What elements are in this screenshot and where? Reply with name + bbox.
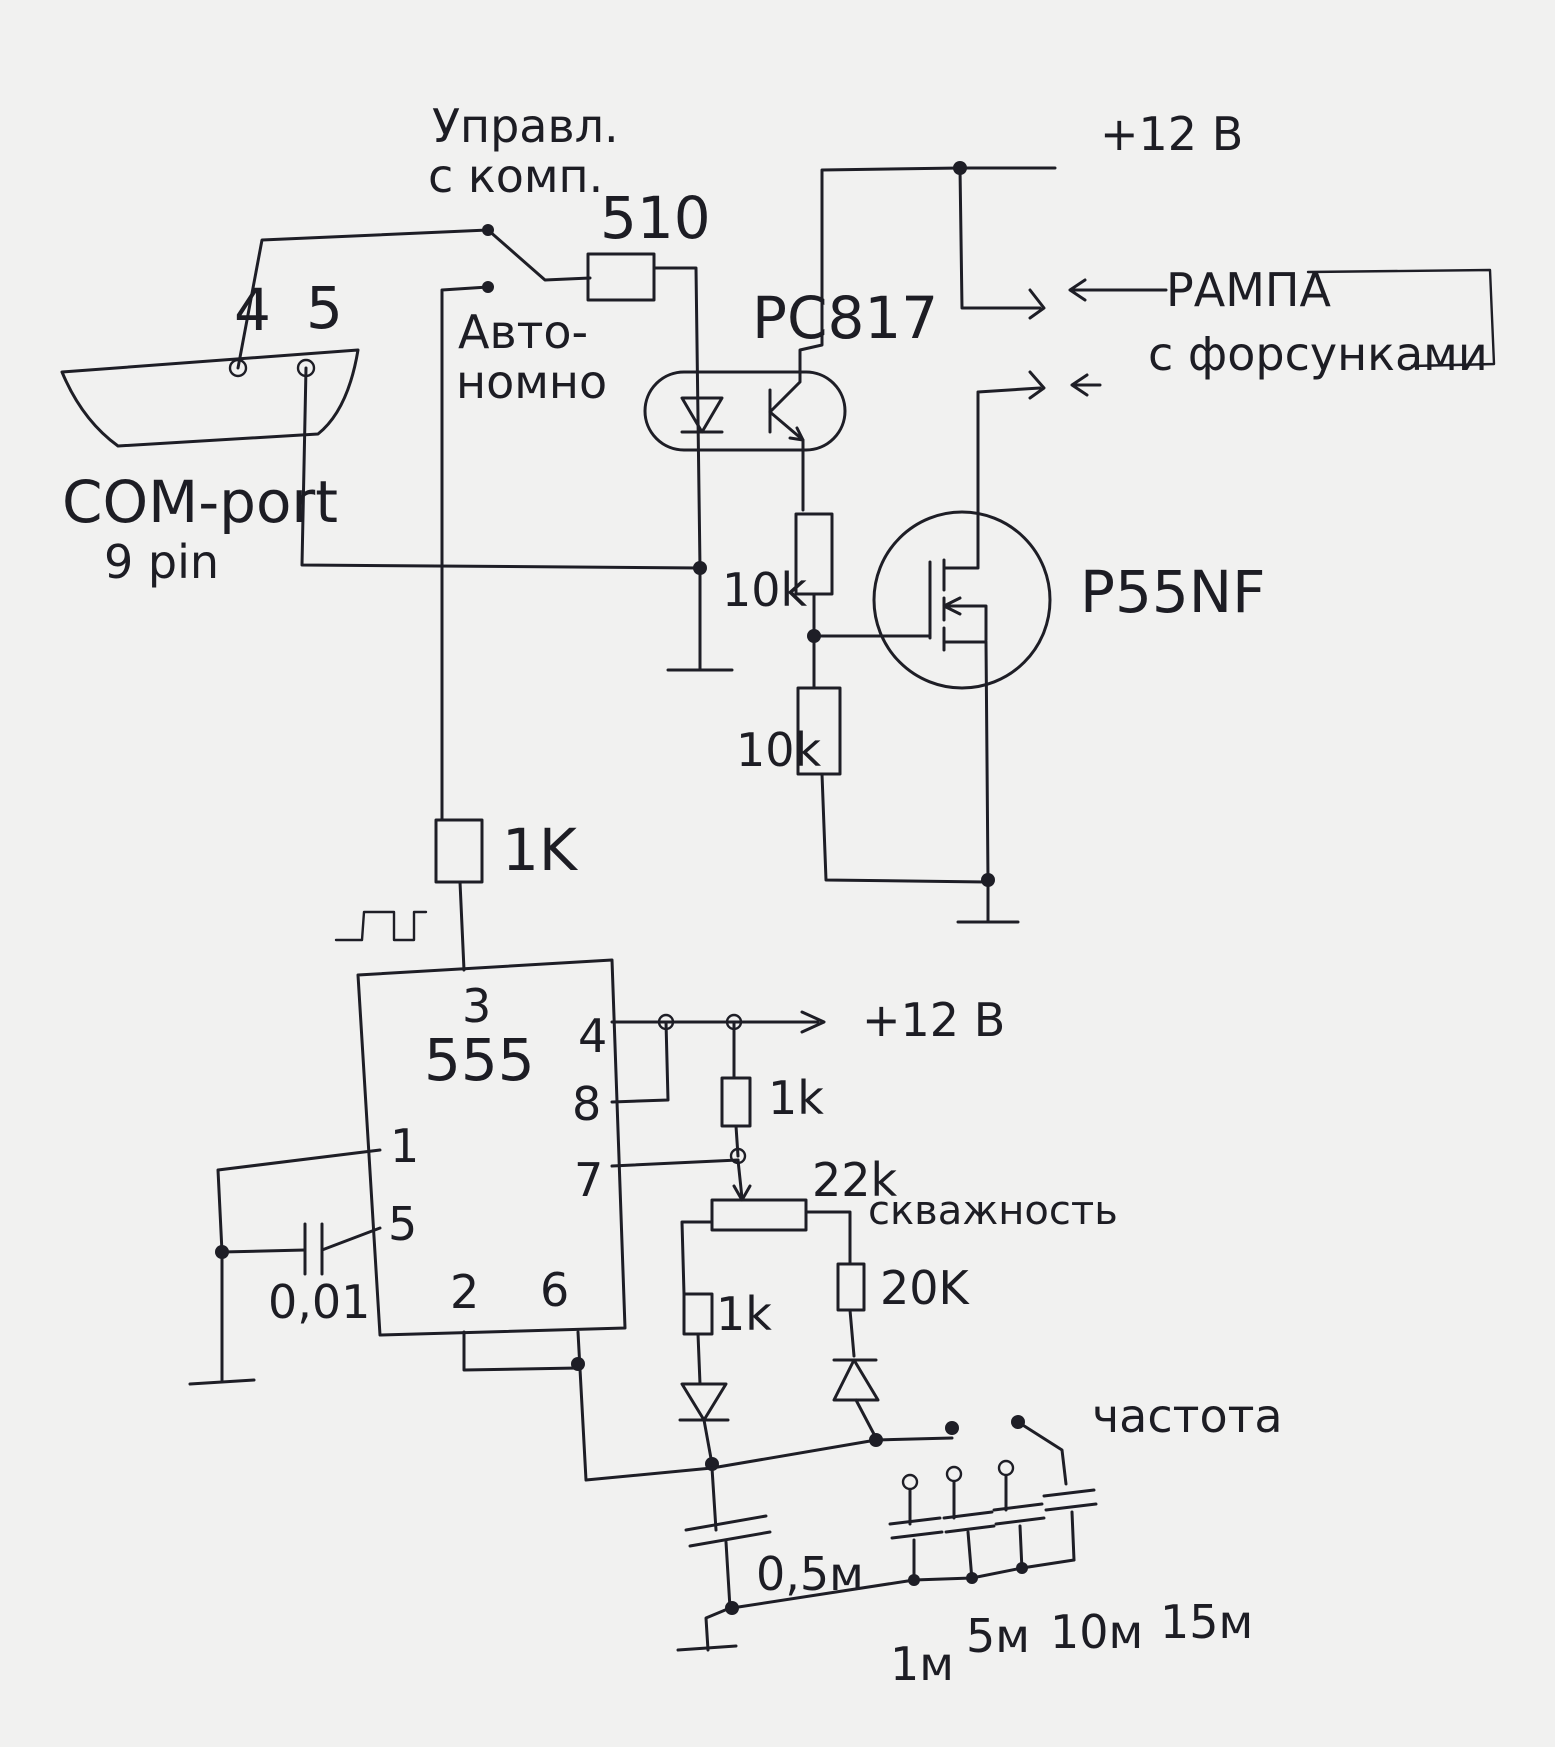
ic-pin5-label: 5 [388,1197,417,1251]
capacitor-bank [730,1459,1098,1610]
com-pin5-label: 5 [306,274,343,342]
ic-pin6-label: 6 [540,1263,569,1317]
timer-555 [356,958,627,1337]
pin2-pin6-timing [462,1330,1068,1486]
ground-symbol [666,561,734,672]
optocoupler-pc817 [643,166,962,512]
ramp-label: РАМПА [1166,263,1331,317]
ic-pin1-label: 1 [390,1119,419,1173]
autonomous-label-2: номно [456,355,607,409]
resistor-1k-output [334,818,484,972]
resistor-10k-top [794,512,932,690]
resistor-1k-pin7-label: 1k [768,1071,824,1125]
ic-name-label: 555 [424,1026,535,1094]
ic-pin7-label: 7 [574,1153,603,1207]
mosfet-label: P55NF [1080,558,1266,626]
cap-5-label: 5м [966,1609,1030,1663]
com-port-pins-label: 9 pin [104,535,219,589]
resistor-510-label: 510 [600,184,711,252]
plus12v-top-label: +12 В [1100,107,1243,161]
ic-pin4-label: 4 [578,1009,607,1063]
resistor-10k-top-label: 10k [722,563,808,617]
pin4-pin8-supply [610,1010,826,1104]
branch-1k-label: 1k [716,1287,772,1341]
branch-20k-diode [832,1262,880,1440]
frequency-label: частота [1092,1389,1283,1443]
plus12v-bottom-label: +12 В [862,993,1005,1047]
ramp-injectors-label: с форсунками [1148,327,1488,381]
cap-10-label: 10м [1050,1605,1143,1659]
resistor-10k-bottom-label: 10k [736,723,822,777]
cap-001-label: 0,01 [268,1275,370,1329]
cap-1-label: 1м [890,1637,954,1691]
branch-20k-label: 20K [880,1261,971,1315]
mode-switch [440,224,592,822]
control-label-2: с комп. [428,149,603,203]
resistor-1k-pin7 [610,1076,752,1202]
resistor-10k-bottom [796,686,988,884]
mosfet-p55nf [872,510,1052,924]
control-label-1: Управл. [432,99,619,153]
resistor-510 [586,252,702,570]
autonomous-label-1: Авто- [458,305,588,359]
com-port-connector [60,228,702,570]
resistor-1k-output-label: 1K [502,816,579,884]
pin1-pin5-network [188,1148,382,1386]
ic-pin3-label: 3 [462,979,491,1033]
com-port-label: COM-port [62,468,338,536]
com-pin4-label: 4 [234,276,271,344]
duty-potentiometer [680,1198,852,1296]
cap-05-label: 0,5м [756,1547,864,1601]
cap-15-label: 15м [1160,1595,1253,1649]
ic-pin2-label: 2 [450,1265,479,1319]
pot-value-label: 22k [812,1153,898,1207]
top-supply-rail [953,161,1496,562]
pot-name-label: скважность [868,1188,1118,1234]
optocoupler-label: PC817 [752,284,938,352]
ic-pin8-label: 8 [572,1077,601,1131]
